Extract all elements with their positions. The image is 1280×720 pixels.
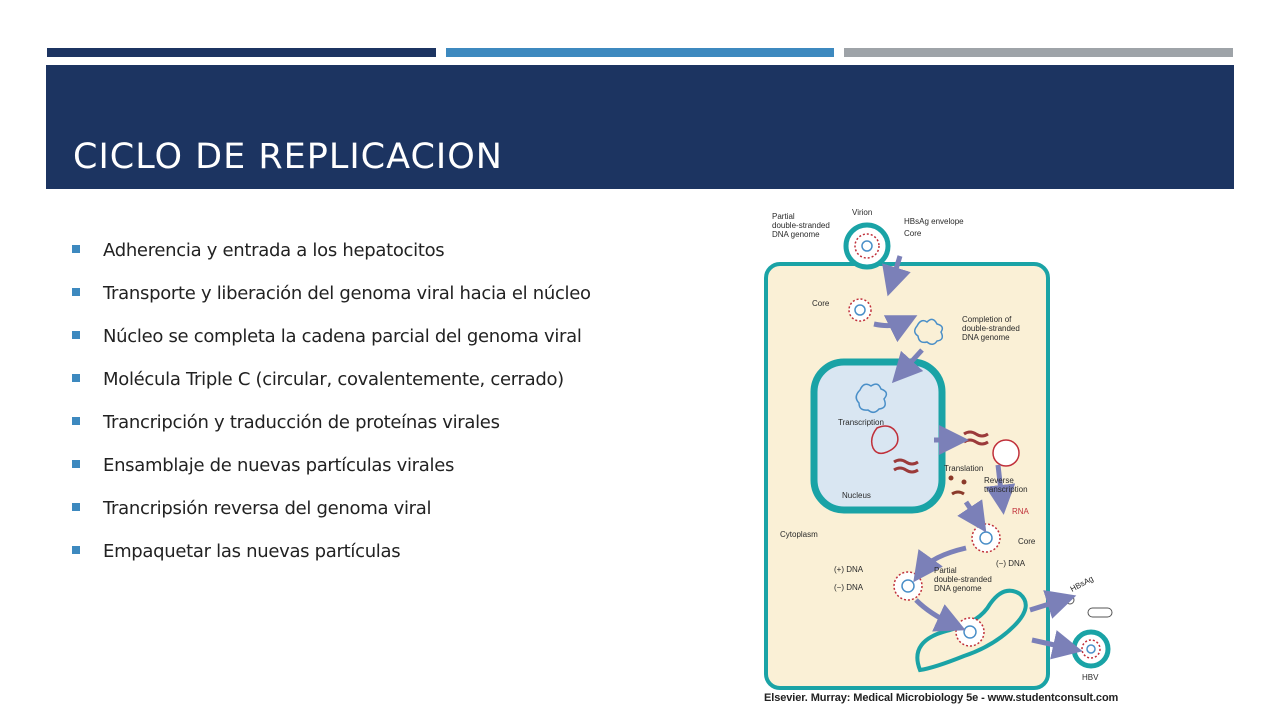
budding-core [955, 617, 985, 647]
label-partial2-2: double-stranded [934, 575, 992, 584]
mature-core [893, 571, 923, 601]
label-plus-dna: (+) DNA [834, 565, 864, 574]
bullet-item: Trancripción y traducción de proteínas v… [72, 410, 712, 453]
pregenomic-rna [992, 439, 1020, 467]
hbsag-filament [1087, 607, 1113, 618]
label-partial-2: double-stranded [772, 221, 830, 230]
accent-bar-gray [844, 48, 1233, 57]
translation-products [948, 475, 967, 496]
label-partial-3: DNA genome [772, 230, 820, 239]
core-particle [848, 298, 872, 322]
label-reverse-2: transcription [984, 485, 1028, 494]
virion-particle [843, 222, 891, 270]
bullet-item: Adherencia y entrada a los hepatocitos [72, 238, 712, 281]
bullet-square-icon [72, 374, 80, 382]
label-minus-dna: (−) DNA [834, 583, 864, 592]
label-core-top: Core [904, 229, 922, 238]
label-minus-dna-mid: (−) DNA [996, 559, 1026, 568]
label-reverse-1: Reverse [984, 476, 1014, 485]
label-virion: Virion [852, 208, 872, 217]
rna-transcript [870, 425, 899, 455]
bullet-item: Empaquetar las nuevas partículas [72, 539, 712, 582]
figure-credit: Elsevier. Murray: Medical Microbiology 5… [764, 692, 1119, 704]
slide-title: CICLO DE REPLICACION [73, 137, 503, 177]
bullet-square-icon [72, 546, 80, 554]
bullet-text: Transporte y liberación del genoma viral… [103, 283, 591, 304]
bullet-square-icon [72, 417, 80, 425]
bullet-item: Transporte y liberación del genoma viral… [72, 281, 712, 324]
bullet-text: Trancripción y traducción de proteínas v… [103, 412, 500, 433]
label-nucleus: Nucleus [842, 491, 871, 500]
accent-bar-blue [446, 48, 834, 57]
bullet-list: Adherencia y entrada a los hepatocitos T… [72, 238, 712, 582]
released-hbv [1071, 629, 1111, 669]
bullet-text: Ensamblaje de nuevas partículas virales [103, 455, 455, 476]
bullet-item: Molécula Triple C (circular, covalenteme… [72, 367, 712, 410]
label-envelope: HBsAg envelope [904, 217, 964, 226]
genome-shape [914, 318, 944, 345]
bullet-square-icon [72, 503, 80, 511]
bullet-item: Trancripsión reversa del genoma viral [72, 496, 712, 539]
label-transcription: Transcription [838, 418, 884, 427]
label-cytoplasm: Cytoplasm [780, 530, 818, 539]
label-partial2-1: Partial [934, 566, 957, 575]
bullet-square-icon [72, 245, 80, 253]
bullet-square-icon [72, 288, 80, 296]
label-hbv: HBV [1082, 673, 1099, 682]
title-banner: CICLO DE REPLICACION [46, 65, 1234, 189]
label-completion-2: double-stranded [962, 324, 1020, 333]
label-completion-1: Completion of [962, 315, 1012, 324]
bullet-text: Núcleo se completa la cadena parcial del… [103, 326, 582, 347]
label-partial-1: Partial [772, 212, 795, 221]
accent-bar-navy [47, 48, 436, 57]
cccdna-shape [855, 383, 888, 413]
label-partial2-3: DNA genome [934, 584, 982, 593]
bullet-text: Adherencia y entrada a los hepatocitos [103, 240, 445, 261]
bullet-item: Núcleo se completa la cadena parcial del… [72, 324, 712, 367]
pathway-arrows [873, 255, 1083, 660]
label-translation: Translation [944, 464, 983, 473]
hbv-replication-diagram: Partial double-stranded DNA genome Virio… [752, 200, 1152, 715]
label-core-left: Core [812, 299, 830, 308]
bullet-square-icon [72, 331, 80, 339]
bullet-text: Molécula Triple C (circular, covalenteme… [103, 369, 564, 390]
bullet-item: Ensamblaje de nuevas partículas virales [72, 453, 712, 496]
label-completion-3: DNA genome [962, 333, 1010, 342]
bullet-text: Empaquetar las nuevas partículas [103, 541, 401, 562]
label-rna: RNA [1012, 507, 1030, 516]
diagram-svg: Partial double-stranded DNA genome Virio… [764, 208, 1113, 690]
assembling-core [971, 523, 1001, 553]
label-core-mid: Core [1018, 537, 1036, 546]
hbsag-sphere [1065, 595, 1075, 605]
bullet-text: Trancripsión reversa del genoma viral [103, 498, 432, 519]
label-hbsag: HBsAg [1069, 574, 1095, 594]
bullet-square-icon [72, 460, 80, 468]
